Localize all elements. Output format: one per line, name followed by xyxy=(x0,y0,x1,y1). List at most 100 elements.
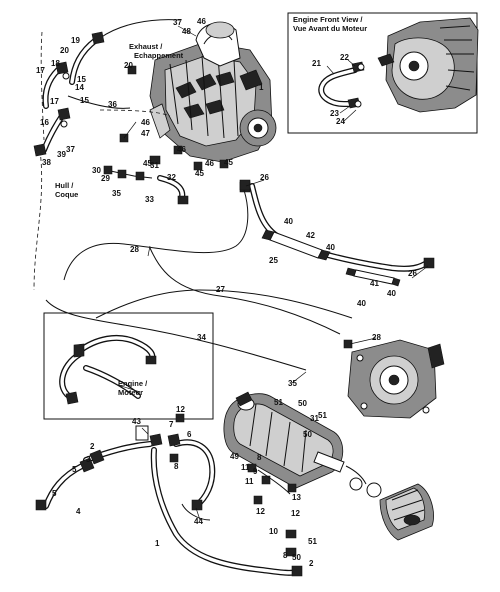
label-engine-inset: Engine / xyxy=(118,379,148,388)
part-num: 45 xyxy=(195,169,204,178)
part-num: 18 xyxy=(51,59,60,68)
part-num: 43 xyxy=(132,417,141,426)
part-num: 12 xyxy=(176,405,185,414)
part-num: 29 xyxy=(101,174,110,183)
part-num: 45 xyxy=(143,159,152,168)
part-num: 2 xyxy=(309,559,314,568)
part-num: 15 xyxy=(77,75,86,84)
pump-housing xyxy=(343,339,445,419)
label-coque: Coque xyxy=(55,190,78,199)
part-num: 51 xyxy=(318,411,327,420)
part-num: 16 xyxy=(40,118,49,127)
label-moteur-inset: Moteur xyxy=(118,388,143,397)
part-num: 46 xyxy=(205,159,214,168)
part-num: 37 xyxy=(66,145,75,154)
left-hose-assembly xyxy=(33,31,137,157)
part-num: 1 xyxy=(259,83,264,92)
part-num: 27 xyxy=(216,285,225,294)
part-num: 50 xyxy=(298,399,307,408)
part-num: 31 xyxy=(310,414,319,423)
part-num: 5 xyxy=(72,465,77,474)
part-num: 26 xyxy=(408,269,417,278)
part-num: 12 xyxy=(291,509,300,518)
hose-36-run xyxy=(99,19,181,39)
exhaust-muffler xyxy=(223,391,382,498)
part-num: 50 xyxy=(292,553,301,562)
part-num: 20 xyxy=(60,46,69,55)
part-num: 41 xyxy=(370,279,379,288)
part-num: 19 xyxy=(71,36,80,45)
part-num: 34 xyxy=(197,333,206,342)
part-num: 44 xyxy=(194,517,203,526)
part-num: 28 xyxy=(130,245,139,254)
callout-labels: Engine Front View / Vue Avant du Moteur … xyxy=(55,15,367,397)
label-hull: Hull / xyxy=(55,181,74,190)
filter-canister xyxy=(379,483,434,541)
part-num: 32 xyxy=(167,173,176,182)
label-engine-front-view: Engine Front View / xyxy=(293,15,363,24)
part-num: 17 xyxy=(50,97,59,106)
part-num: 14 xyxy=(75,83,84,92)
part-num: 7 xyxy=(169,420,174,429)
part-num: 8 xyxy=(283,551,288,560)
part-num: 1 xyxy=(155,539,160,548)
part-num: 2 xyxy=(90,442,95,451)
lower-hose-assembly xyxy=(35,413,303,577)
part-num: 39 xyxy=(57,150,66,159)
part-num: 24 xyxy=(336,117,345,126)
part-num: 35 xyxy=(112,189,121,198)
part-num: 5 xyxy=(52,489,57,498)
part-num: 51 xyxy=(308,537,317,546)
engine-block xyxy=(149,21,277,163)
part-num: 45 xyxy=(224,158,233,167)
part-num: 15 xyxy=(80,96,89,105)
part-num: 46 xyxy=(177,145,186,154)
part-num: 37 xyxy=(173,18,182,27)
part-num: 30 xyxy=(92,166,101,175)
part-num: 35 xyxy=(288,379,297,388)
part-num: 26 xyxy=(260,173,269,182)
part-num: 13 xyxy=(292,493,301,502)
part-number-labels: 1 1 2 2 3 4 5 5 6 7 8 8 8 9 10 11 11 12 … xyxy=(36,17,417,568)
part-num: 6 xyxy=(187,430,192,439)
part-num: 46 xyxy=(197,17,206,26)
label-echappement: Echappement xyxy=(134,51,184,60)
part-num: 48 xyxy=(182,27,191,36)
part-num: 49 xyxy=(230,452,239,461)
part-num: 31 xyxy=(150,161,159,170)
part-num: 22 xyxy=(340,53,349,62)
part-num: 21 xyxy=(312,59,321,68)
label-vue-avant: Vue Avant du Moteur xyxy=(293,24,367,33)
part-num: 4 xyxy=(76,507,81,516)
tube-parts-40-42 xyxy=(261,229,401,287)
label-exhaust: Exhaust / xyxy=(129,42,163,51)
part-num: 36 xyxy=(108,100,117,109)
part-num: 11 xyxy=(245,477,254,486)
part-num: 9 xyxy=(253,467,258,476)
part-num: 40 xyxy=(387,289,396,298)
part-num: 42 xyxy=(306,231,315,240)
part-num: 20 xyxy=(124,61,133,70)
part-num: 40 xyxy=(284,217,293,226)
part-num: 17 xyxy=(36,66,45,75)
part-num: 25 xyxy=(269,256,278,265)
part-num: 47 xyxy=(141,129,150,138)
part-num: 10 xyxy=(269,527,278,536)
part-num: 40 xyxy=(357,299,366,308)
part-num: 51 xyxy=(274,398,283,407)
part-num: 8 xyxy=(257,453,262,462)
part-num: 38 xyxy=(42,158,51,167)
part-num: 8 xyxy=(174,462,179,471)
engine-front-view-inset xyxy=(287,12,479,134)
part-num: 50 xyxy=(303,430,312,439)
part-num: 3 xyxy=(86,455,91,464)
part-num: 46 xyxy=(141,118,150,127)
part-num: 40 xyxy=(326,243,335,252)
part-num: 28 xyxy=(372,333,381,342)
engine-hose-inset xyxy=(43,312,214,420)
leader-lines xyxy=(123,25,429,521)
part-num: 33 xyxy=(145,195,154,204)
part-num: 23 xyxy=(330,109,339,118)
